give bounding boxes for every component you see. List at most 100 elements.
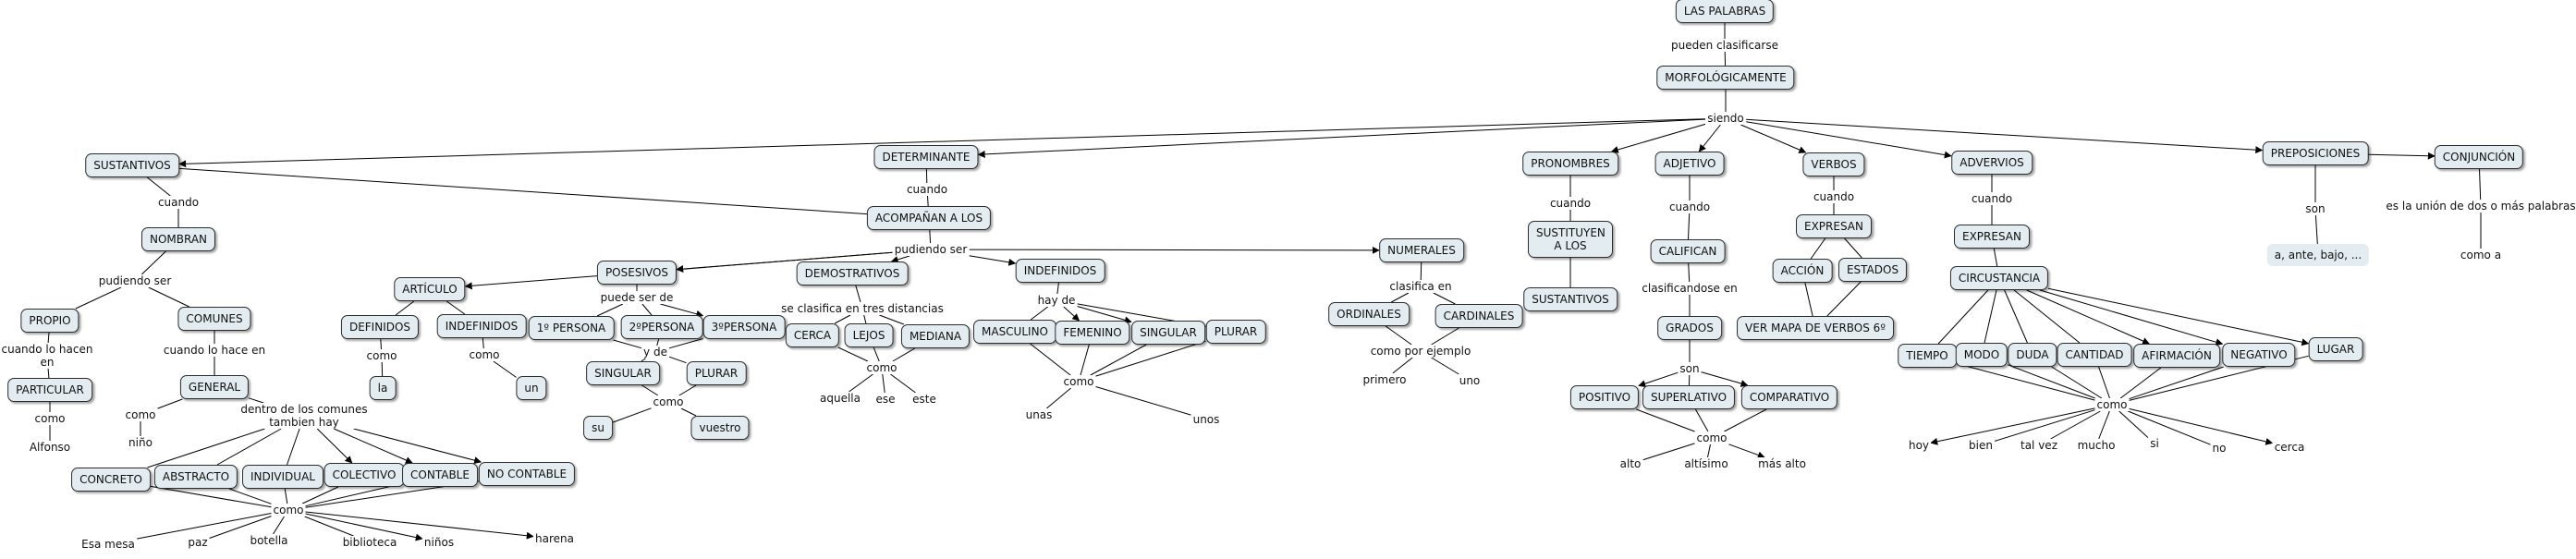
connector-l4-n5 bbox=[75, 286, 122, 310]
node-morfologicamente[interactable]: MORFOLÓGICAMENTE bbox=[1656, 66, 1795, 90]
node-califican[interactable]: CALIFICAN bbox=[1650, 239, 1726, 263]
example-mas-alto: más alto bbox=[1756, 457, 1808, 470]
example-tal-vez: tal vez bbox=[2019, 439, 2059, 452]
connector-l12-l17 bbox=[305, 513, 423, 541]
node-nombran[interactable]: NOMBRAN bbox=[140, 227, 216, 251]
link-como-definidos: como bbox=[364, 349, 399, 362]
node-expresan-verbos[interactable]: EXPRESAN bbox=[1796, 214, 1872, 238]
node-articulo[interactable]: ARTÍCULO bbox=[394, 277, 466, 301]
node-modo[interactable]: MODO bbox=[1955, 343, 2008, 367]
link-cuando-determinante: cuando bbox=[904, 183, 950, 196]
node-determinante[interactable]: DETERMINANTE bbox=[873, 145, 979, 169]
link-cuando-verbos: cuando bbox=[1811, 190, 1857, 203]
node-pronombres[interactable]: PRONOMBRES bbox=[1522, 152, 1618, 176]
link-como-comunes: como bbox=[271, 504, 306, 516]
node-femenino[interactable]: FEMENINO bbox=[1055, 321, 1130, 345]
node-cantidad[interactable]: CANTIDAD bbox=[2057, 343, 2132, 367]
node-individual[interactable]: INDIVIDUAL bbox=[242, 465, 324, 489]
node-accion[interactable]: ACCIÓN bbox=[1772, 259, 1833, 283]
node-singular-posesivos[interactable]: SINGULAR bbox=[586, 361, 660, 385]
connector-n58-n64 bbox=[2039, 289, 2224, 346]
connector-n61-l49 bbox=[2051, 366, 2103, 399]
node-adjetivo[interactable]: ADJETIVO bbox=[1654, 152, 1725, 176]
node-indefinidos-determinante[interactable]: INDEFINIDOS bbox=[1015, 259, 1105, 283]
node-conjuncion[interactable]: CONJUNCIÓN bbox=[2434, 145, 2524, 169]
node-lugar[interactable]: LUGAR bbox=[2308, 337, 2363, 361]
node-abstracto[interactable]: ABSTRACTO bbox=[153, 465, 238, 489]
node-cerca[interactable]: CERCA bbox=[785, 323, 840, 347]
node-plurar-posesivos[interactable]: PLURAR bbox=[686, 361, 747, 385]
node-superlativo[interactable]: SUPERLATIVO bbox=[1642, 385, 1736, 409]
link-clasificandose-en: clasificandose en bbox=[1640, 282, 1740, 295]
node-preposiciones[interactable]: PREPOSICIONES bbox=[2262, 141, 2369, 165]
node-expresan-advervios[interactable]: EXPRESAN bbox=[1954, 225, 2030, 249]
link-como-particular: como bbox=[32, 412, 67, 425]
connector-l42-n50 bbox=[1701, 371, 1749, 387]
connector-l12-l18 bbox=[305, 511, 534, 540]
connector-l43-l44 bbox=[1642, 443, 1695, 461]
connector-l2-n45 bbox=[1698, 124, 1721, 152]
node-vuestro[interactable]: vuestro bbox=[690, 416, 750, 440]
node-numerales[interactable]: NUMERALES bbox=[1379, 238, 1464, 262]
node-un[interactable]: un bbox=[516, 376, 547, 400]
node-negativo[interactable]: NEGATIVO bbox=[2222, 343, 2296, 367]
node-concreto[interactable]: CONCRETO bbox=[71, 468, 151, 492]
node-indefinidos-articulo[interactable]: INDEFINIDOS bbox=[436, 314, 527, 338]
node-grados[interactable]: GRADOS bbox=[1657, 316, 1722, 340]
connector-l43-l46 bbox=[1728, 444, 1765, 459]
node-general[interactable]: GENERAL bbox=[179, 375, 250, 399]
connector-l23-n25 bbox=[660, 303, 704, 318]
node-3-persona[interactable]: 3ºPERSONA bbox=[702, 315, 786, 339]
node-colectivo[interactable]: COLECTIVO bbox=[324, 463, 405, 487]
node-verbos[interactable]: VERBOS bbox=[1802, 152, 1865, 176]
node-contable[interactable]: CONTABLE bbox=[402, 463, 478, 487]
node-circustancia[interactable]: CIRCUSTANCIA bbox=[1949, 266, 2049, 290]
connector-l27-l29 bbox=[882, 373, 885, 394]
node-1-persona[interactable]: 1º PERSONA bbox=[528, 316, 615, 340]
link-como-indefinidos-det: como bbox=[1061, 375, 1096, 388]
node-estados[interactable]: ESTADOS bbox=[1837, 258, 1908, 282]
connector-l27-l28 bbox=[848, 373, 873, 393]
node-acompanan-a-los[interactable]: ACOMPAÑAN A LOS bbox=[866, 206, 992, 230]
node-mediana[interactable]: MEDIANA bbox=[900, 324, 971, 348]
node-2-persona[interactable]: 2ºPERSONA bbox=[620, 315, 703, 339]
node-a-ante-bajo[interactable]: a, ante, bajo, ... bbox=[2266, 244, 2370, 266]
node-particular[interactable]: PARTICULAR bbox=[7, 378, 92, 402]
node-propio[interactable]: PROPIO bbox=[20, 309, 79, 333]
connector-n8-l9 bbox=[157, 398, 183, 409]
node-sustantivos-pronombres[interactable]: SUSTANTIVOS bbox=[1523, 287, 1618, 311]
node-lejos[interactable]: LEJOS bbox=[844, 323, 894, 347]
node-masculino[interactable]: MASCULINO bbox=[973, 320, 1056, 344]
node-la[interactable]: la bbox=[369, 376, 397, 400]
node-afirmacion[interactable]: AFIRMACIÓN bbox=[2133, 344, 2220, 368]
connector-l26-n32 bbox=[863, 314, 867, 324]
node-ordinales[interactable]: ORDINALES bbox=[1328, 302, 1410, 326]
node-duda[interactable]: DUDA bbox=[2008, 343, 2057, 367]
example-altisimo: altísimo bbox=[1682, 457, 1730, 470]
node-no-contable[interactable]: NO CONTABLE bbox=[478, 462, 576, 486]
node-comparativo[interactable]: COMPARATIVO bbox=[1740, 385, 1838, 409]
example-unas: unas bbox=[1023, 408, 1055, 421]
node-las-palabras[interactable]: LAS PALABRAS bbox=[1675, 0, 1775, 23]
node-ver-mapa-de-verbos[interactable]: VER MAPA DE VERBOS 6º bbox=[1737, 316, 1894, 340]
connector-n23-l24 bbox=[613, 339, 642, 349]
node-cardinales[interactable]: CARDINALES bbox=[1435, 304, 1523, 328]
example-unos: unos bbox=[1190, 413, 1222, 426]
node-posesivos[interactable]: POSESIVOS bbox=[596, 261, 678, 285]
connector-n35-l32 bbox=[1030, 343, 1071, 376]
node-su[interactable]: su bbox=[583, 416, 613, 440]
node-sustituyen-a-los[interactable]: SUSTITUYEN A LOS bbox=[1528, 221, 1613, 258]
link-es-la-union: es la unión de dos o más palabras bbox=[2384, 200, 2576, 213]
node-positivo[interactable]: POSITIVO bbox=[1569, 385, 1640, 409]
connector-n48-l43 bbox=[1636, 408, 1695, 432]
node-demostrativos[interactable]: DEMOSTRATIVOS bbox=[796, 261, 909, 286]
node-sustantivos[interactable]: SUSTANTIVOS bbox=[85, 153, 179, 177]
connector-n3-l3 bbox=[146, 176, 171, 197]
node-tiempo[interactable]: TIEMPO bbox=[1898, 344, 1957, 368]
node-definidos[interactable]: DEFINIDOS bbox=[340, 315, 420, 339]
node-plurar-indefinidos[interactable]: PLURAR bbox=[1205, 320, 1266, 344]
node-advervios[interactable]: ADVERVIOS bbox=[1951, 151, 2033, 175]
node-comunes[interactable]: COMUNES bbox=[177, 307, 251, 331]
node-singular-indefinidos[interactable]: SINGULAR bbox=[1131, 321, 1205, 345]
connector-l23-n24 bbox=[641, 303, 653, 316]
